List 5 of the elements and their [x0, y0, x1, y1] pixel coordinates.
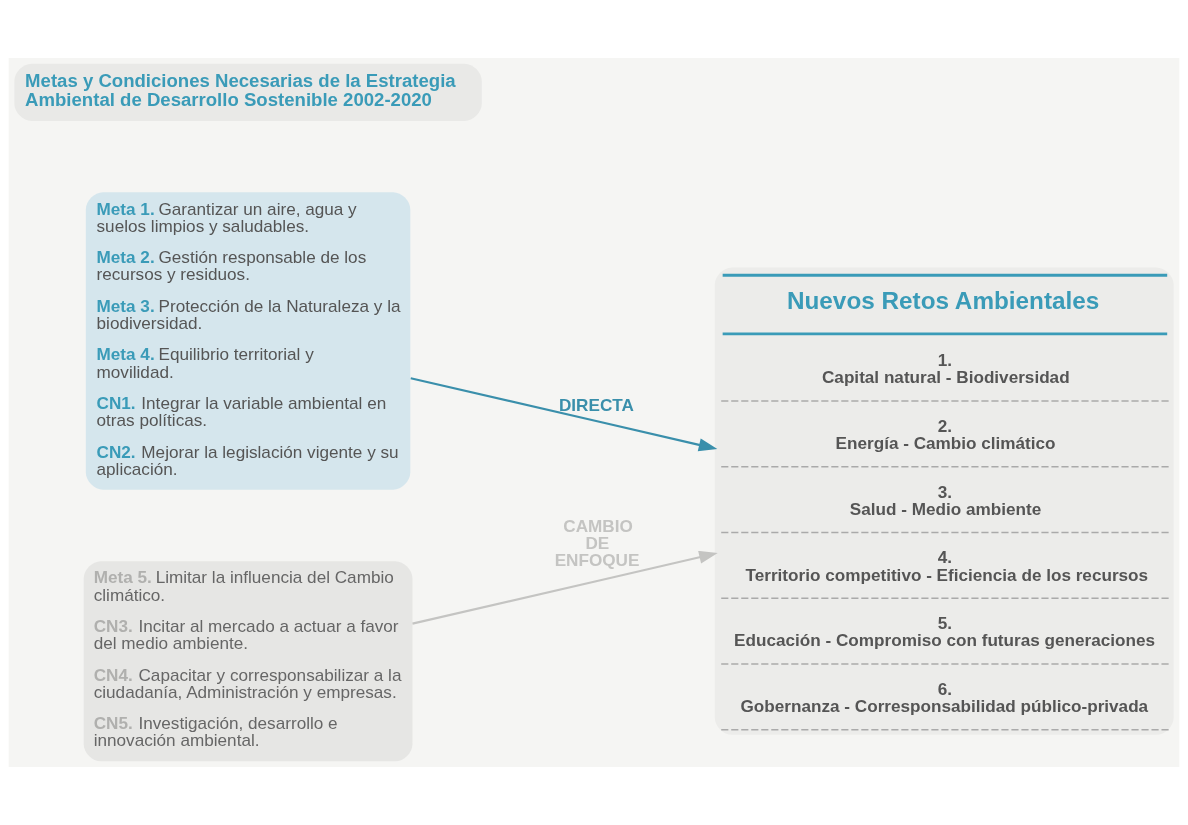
arrow	[410, 377, 718, 452]
node-box: Meta 1. Garantizar un aire, agua y suelos limpios y saludables. Meta 2. Gestión responsable de los recursos y residuos. Meta 3. Protección de la Naturaleza y la biodiversidad. Meta 4. Equilibrio territorial y movilidad. CN1. Integrar la variable ambiental en otras políticas. CN2. Mejorar la legislación vigente y su aplicación.	[85, 192, 411, 490]
node-box: Nuevos Retos Ambientales 1. Capital natural - Biodiversidad 2. Energía - Cambio climático 3. Salud - Medio ambiente 4. Territorio competitivo - Eficiencia de los recursos 5. Educación - Compromiso con futuras generaciones 6. Gobernanza - Corresponsabilidad público-privada	[714, 267, 1174, 735]
arrow	[412, 550, 718, 625]
edge-label: DIRECTA	[558, 394, 634, 415]
